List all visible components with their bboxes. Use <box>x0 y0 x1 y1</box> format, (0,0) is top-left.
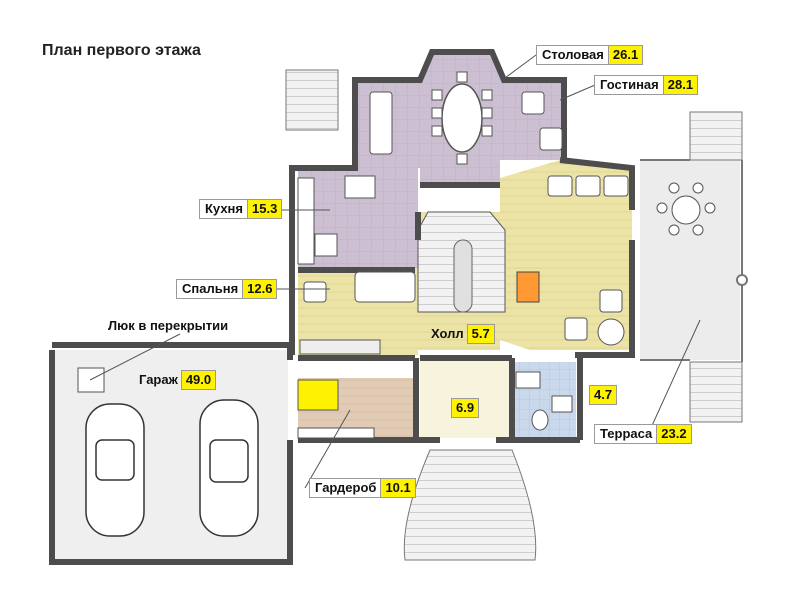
front-stairs <box>403 449 537 561</box>
room-area: 28.1 <box>662 75 699 95</box>
room-area: 26.1 <box>607 45 644 65</box>
room-name: Холл <box>431 326 464 341</box>
room-area: 23.2 <box>656 424 692 444</box>
room-label-vestibule: 6.9 <box>451 398 480 418</box>
page-title: План первого этажа <box>42 42 201 59</box>
room-name: Гараж <box>139 372 178 387</box>
room-name: Гардероб <box>309 478 381 498</box>
leader-lines <box>89 54 701 489</box>
room-area: 5.7 <box>466 324 495 344</box>
room-name: Спальня <box>176 279 243 299</box>
room-name: Столовая <box>536 45 608 65</box>
kitchen-stairs <box>285 69 339 131</box>
bathroom-fixtures <box>515 371 573 431</box>
bedroom-furniture <box>299 271 416 355</box>
dining-table <box>431 71 493 165</box>
stair-well <box>453 239 473 313</box>
fireplace <box>516 271 540 303</box>
wardrobe-shelves <box>297 379 375 439</box>
room-name: Гостиная <box>594 75 663 95</box>
car-right <box>199 399 259 537</box>
room-area: 6.9 <box>451 398 480 418</box>
room-area: 12.6 <box>242 279 278 299</box>
walls <box>49 49 635 565</box>
terrace-stairs-top <box>689 111 743 161</box>
room-name: Кухня <box>199 199 247 219</box>
sofa-dining <box>369 91 563 155</box>
car-left <box>85 403 145 537</box>
room-area: 10.1 <box>380 478 416 498</box>
terrace-stairs-bottom <box>689 361 743 423</box>
room-label-bathroom: 4.7 <box>589 385 618 405</box>
room-area: 4.7 <box>589 385 618 405</box>
room-name: Терраса <box>594 424 657 444</box>
terrace-floor <box>640 160 740 360</box>
hatch-note: Люк в перекрытии <box>108 318 229 333</box>
living-sofas <box>547 175 629 346</box>
room-area: 15.3 <box>247 199 283 219</box>
kitchen-counter <box>297 175 376 265</box>
room-area: 49.0 <box>180 370 217 390</box>
terrace-table <box>656 182 716 236</box>
